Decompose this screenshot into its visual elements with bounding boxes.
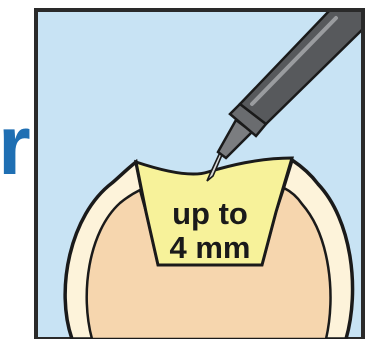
depth-label-line-2: 4 mm [170, 230, 251, 265]
depth-label-line-1: up to [172, 196, 248, 231]
